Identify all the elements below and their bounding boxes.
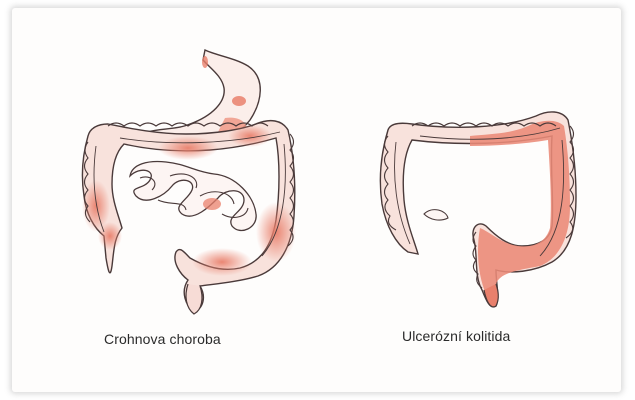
small-intestine [130,162,256,231]
stomach-lesion [232,96,246,106]
uc-caption: Ulcerózní kolitida [402,328,510,344]
crohn-lesion-cecum [192,248,252,276]
rectum-crohn [186,284,202,314]
uc-intestine-illustration [380,112,576,307]
uc-inflamed-region [470,121,570,300]
small-intestine-lesion [203,198,221,210]
uc-ileum-stub [424,210,448,220]
crohn-lesion-transverse [158,136,218,160]
crohn-intestine-illustration [82,50,296,314]
crohn-lesion-transverse-right [228,125,272,147]
crohn-caption: Crohnova choroba [104,331,221,347]
stomach-lesion-small [202,56,208,68]
